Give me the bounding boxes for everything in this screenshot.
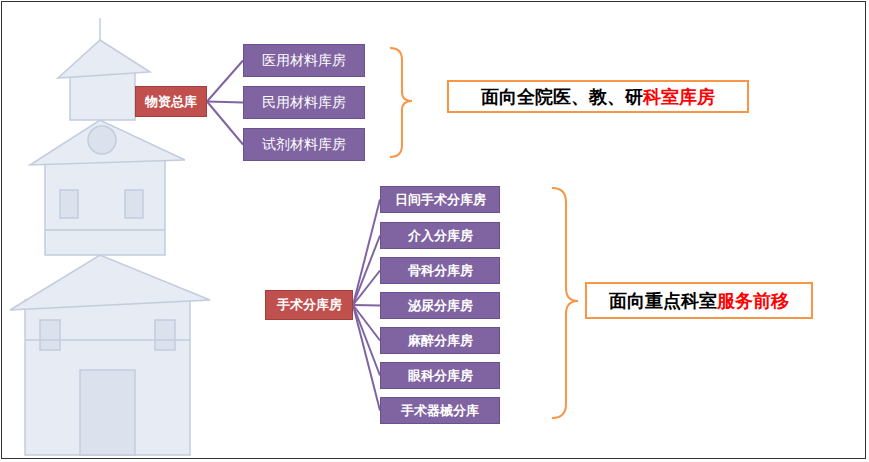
node-label: 麻醉分库房	[408, 332, 473, 350]
store-box: 医用材料库房	[243, 44, 365, 77]
sub-store-box: 眼科分库房	[380, 362, 500, 389]
node-label: 日间手术分库房	[395, 191, 486, 209]
node-label: 面向重点科室	[609, 289, 717, 313]
node-label: 眼科分库房	[408, 367, 473, 385]
node-label: 手术器械分库	[401, 402, 479, 420]
node-label: 医用材料库房	[262, 52, 346, 70]
connector-line	[353, 305, 380, 376]
node-label: 介入分库房	[408, 227, 473, 245]
sub-store-box: 介入分库房	[380, 222, 500, 249]
note-box: 面向重点科室服务前移	[585, 282, 813, 319]
node-label: 科室库房	[643, 85, 715, 109]
connector-line	[207, 102, 243, 103]
node-label: 试剂材料库房	[262, 136, 346, 154]
node-label: 民用材料库房	[262, 94, 346, 112]
connector-line	[353, 200, 380, 306]
note-box: 面向全院医、教、研科室库房	[447, 80, 749, 113]
node-label: 泌尿分库房	[408, 297, 473, 315]
sub-store-box: 手术器械分库	[380, 397, 500, 424]
root-store: 手术分库房	[265, 290, 353, 320]
connector-line	[207, 102, 243, 145]
bracket	[390, 48, 412, 157]
store-box: 试剂材料库房	[243, 128, 365, 161]
node-label: 面向全院医、教、研	[481, 85, 643, 109]
connector-line	[207, 61, 243, 102]
bracket	[552, 188, 578, 418]
store-box: 民用材料库房	[243, 86, 365, 119]
sub-store-box: 日间手术分库房	[380, 186, 500, 213]
connector-line	[353, 271, 380, 306]
node-label: 服务前移	[717, 289, 789, 313]
node-label: 骨科分库房	[408, 262, 473, 280]
connector-line	[353, 305, 380, 411]
sub-store-box: 骨科分库房	[380, 257, 500, 284]
root-store: 物资总库	[135, 86, 207, 117]
sub-store-box: 泌尿分库房	[380, 292, 500, 319]
connector-line	[353, 304, 380, 307]
sub-store-box: 麻醉分库房	[380, 327, 500, 354]
connector-line	[353, 236, 380, 306]
node-label: 手术分库房	[277, 296, 342, 314]
node-label: 物资总库	[145, 93, 197, 111]
